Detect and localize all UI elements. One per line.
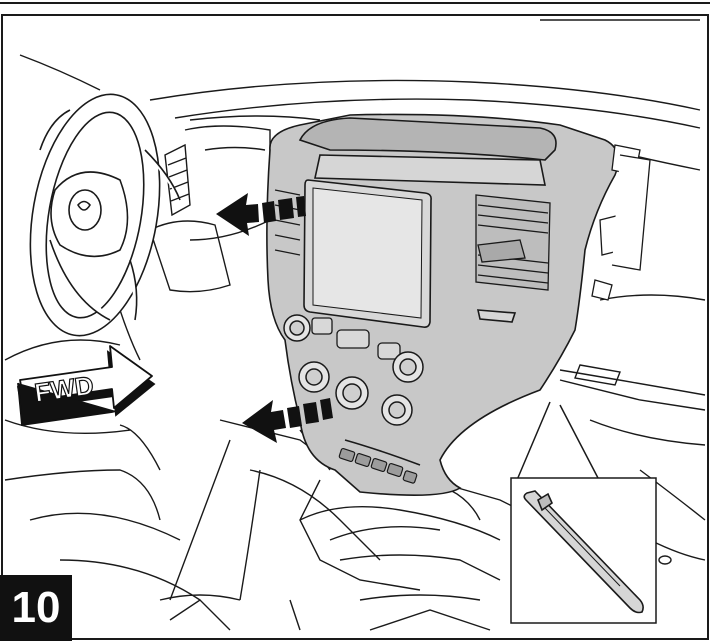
dashboard-line-art (4, 19, 706, 631)
control-buttons (311, 317, 401, 360)
steering-wheel (29, 93, 181, 337)
right-vent (475, 194, 551, 291)
control-knobs (283, 314, 424, 426)
forward-direction-arrow: FWD (16, 345, 156, 427)
pull-arrow-lower (242, 398, 333, 443)
center-bezel-panel (266, 113, 651, 496)
tool-callout (510, 401, 657, 624)
trim-panel-removal-tool-icon (523, 490, 644, 614)
trim-clips (591, 144, 651, 301)
step-number-badge: 10 (0, 575, 72, 641)
diagram-frame (1, 14, 709, 640)
pull-arrow-upper (216, 193, 306, 236)
switch-row (338, 448, 418, 484)
bezel-top-pocket (298, 117, 557, 161)
fwd-label: FWD (33, 370, 96, 408)
